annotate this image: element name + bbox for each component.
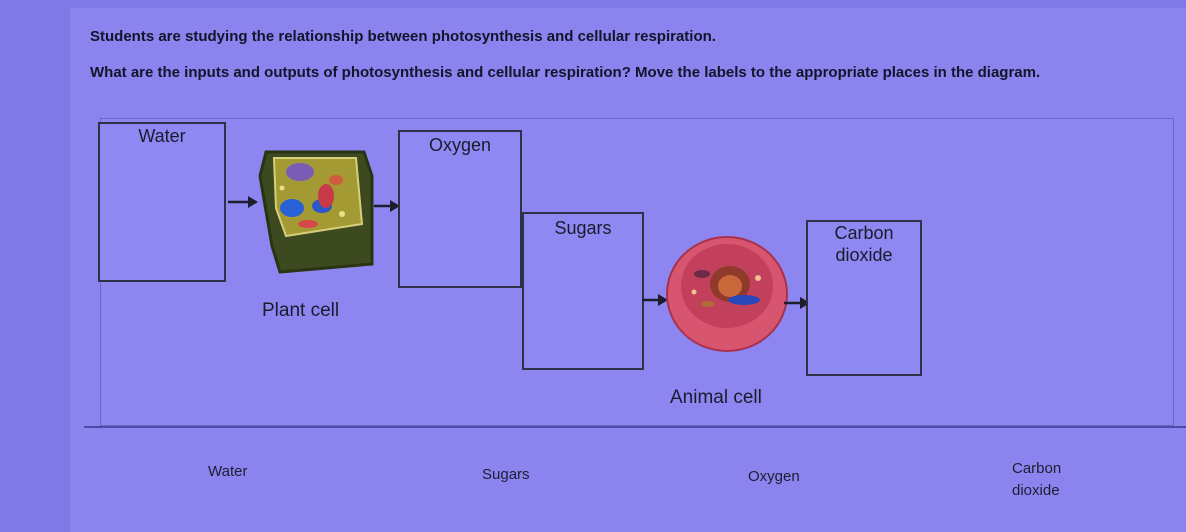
arrow-icon (374, 200, 400, 212)
plant-cell-caption: Plant cell (262, 300, 340, 321)
question-text-2: What are the inputs and outputs of photo… (90, 64, 1041, 81)
bank-label-sugars[interactable]: Sugars (482, 466, 530, 483)
placed-label-oxygen[interactable]: Oxygen (428, 135, 492, 155)
placed-label-carbon-dioxide[interactable]: Carbon dioxide (806, 222, 922, 266)
animal-cell-image (666, 236, 788, 352)
placed-label-water[interactable]: Water (138, 126, 186, 146)
animal-cell-caption: Animal cell (670, 387, 762, 408)
label-line: Carbon (1012, 460, 1062, 477)
bank-label-oxygen[interactable]: Oxygen (748, 468, 800, 485)
drop-target-plant-output[interactable] (398, 130, 522, 288)
question-text-1: Students are studying the relationship b… (90, 28, 716, 45)
arrow-icon (642, 294, 668, 306)
label-line: dioxide (1012, 482, 1060, 499)
arrow-icon (784, 297, 810, 309)
drop-target-animal-input[interactable] (522, 212, 644, 370)
arrow-icon (228, 196, 258, 208)
label-line: dioxide (835, 245, 893, 265)
placed-label-sugars[interactable]: Sugars (554, 218, 612, 238)
bank-label-carbon-dioxide[interactable]: Carbon dioxide (1012, 458, 1061, 502)
divider (84, 426, 1186, 428)
drop-target-animal-output[interactable] (806, 220, 922, 376)
plant-cell-image (258, 150, 374, 274)
drop-target-plant-input[interactable] (98, 122, 226, 282)
bank-label-water[interactable]: Water (208, 463, 248, 480)
label-line: Carbon (834, 223, 894, 243)
